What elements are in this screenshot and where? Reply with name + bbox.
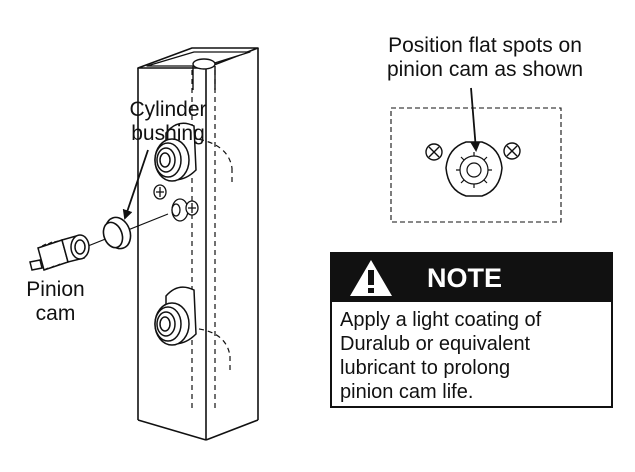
detail-cam-plate [445, 141, 503, 197]
pinion-cam-label-line2: cam [35, 302, 76, 325]
pinion-cam-label-line1: Pinion [26, 278, 85, 301]
top-shaft [192, 58, 216, 90]
cylinder-bushing-label: Cylinder bushing [112, 98, 224, 146]
note-body-line: lubricant to prolong [340, 357, 511, 379]
note-header: NOTE [332, 254, 611, 302]
note-body: Apply a light coating of Duralub or equi… [332, 302, 611, 404]
cylinder-bushing-label-line2: bushing [131, 122, 205, 145]
note-body-line: pinion cam life. [340, 381, 474, 403]
detail-screw-left [425, 143, 443, 161]
cylinder-bushing-arrow [122, 149, 149, 220]
note-title: NOTE [427, 263, 503, 293]
detail-view [390, 107, 562, 223]
detail-screw-right [503, 142, 521, 160]
warning-triangle-icon [350, 260, 392, 296]
flat-spots-label-line2: pinion cam as shown [386, 58, 584, 81]
flat-spots-label-line1: Position flat spots on [388, 34, 582, 57]
note-body-line: Duralub or equivalent [340, 333, 531, 355]
note-box: NOTE Apply a light coating of Duralub or… [330, 252, 613, 408]
flat-spots-arrow [470, 87, 481, 152]
lower-cam-unit [154, 286, 197, 346]
pinion-cam [29, 234, 90, 271]
note-body-line: Apply a light coating of [340, 309, 542, 331]
pinion-cam-label: Pinion cam [8, 278, 103, 326]
cylinder-bushing [102, 216, 132, 250]
tube-screw-holes [153, 184, 199, 222]
upper-cam-unit [154, 122, 197, 182]
cylinder-bushing-label-line1: Cylinder [129, 98, 207, 121]
flat-spots-label: Position flat spots on pinion cam as sho… [360, 34, 610, 82]
detail-pinion-gear [456, 152, 492, 188]
